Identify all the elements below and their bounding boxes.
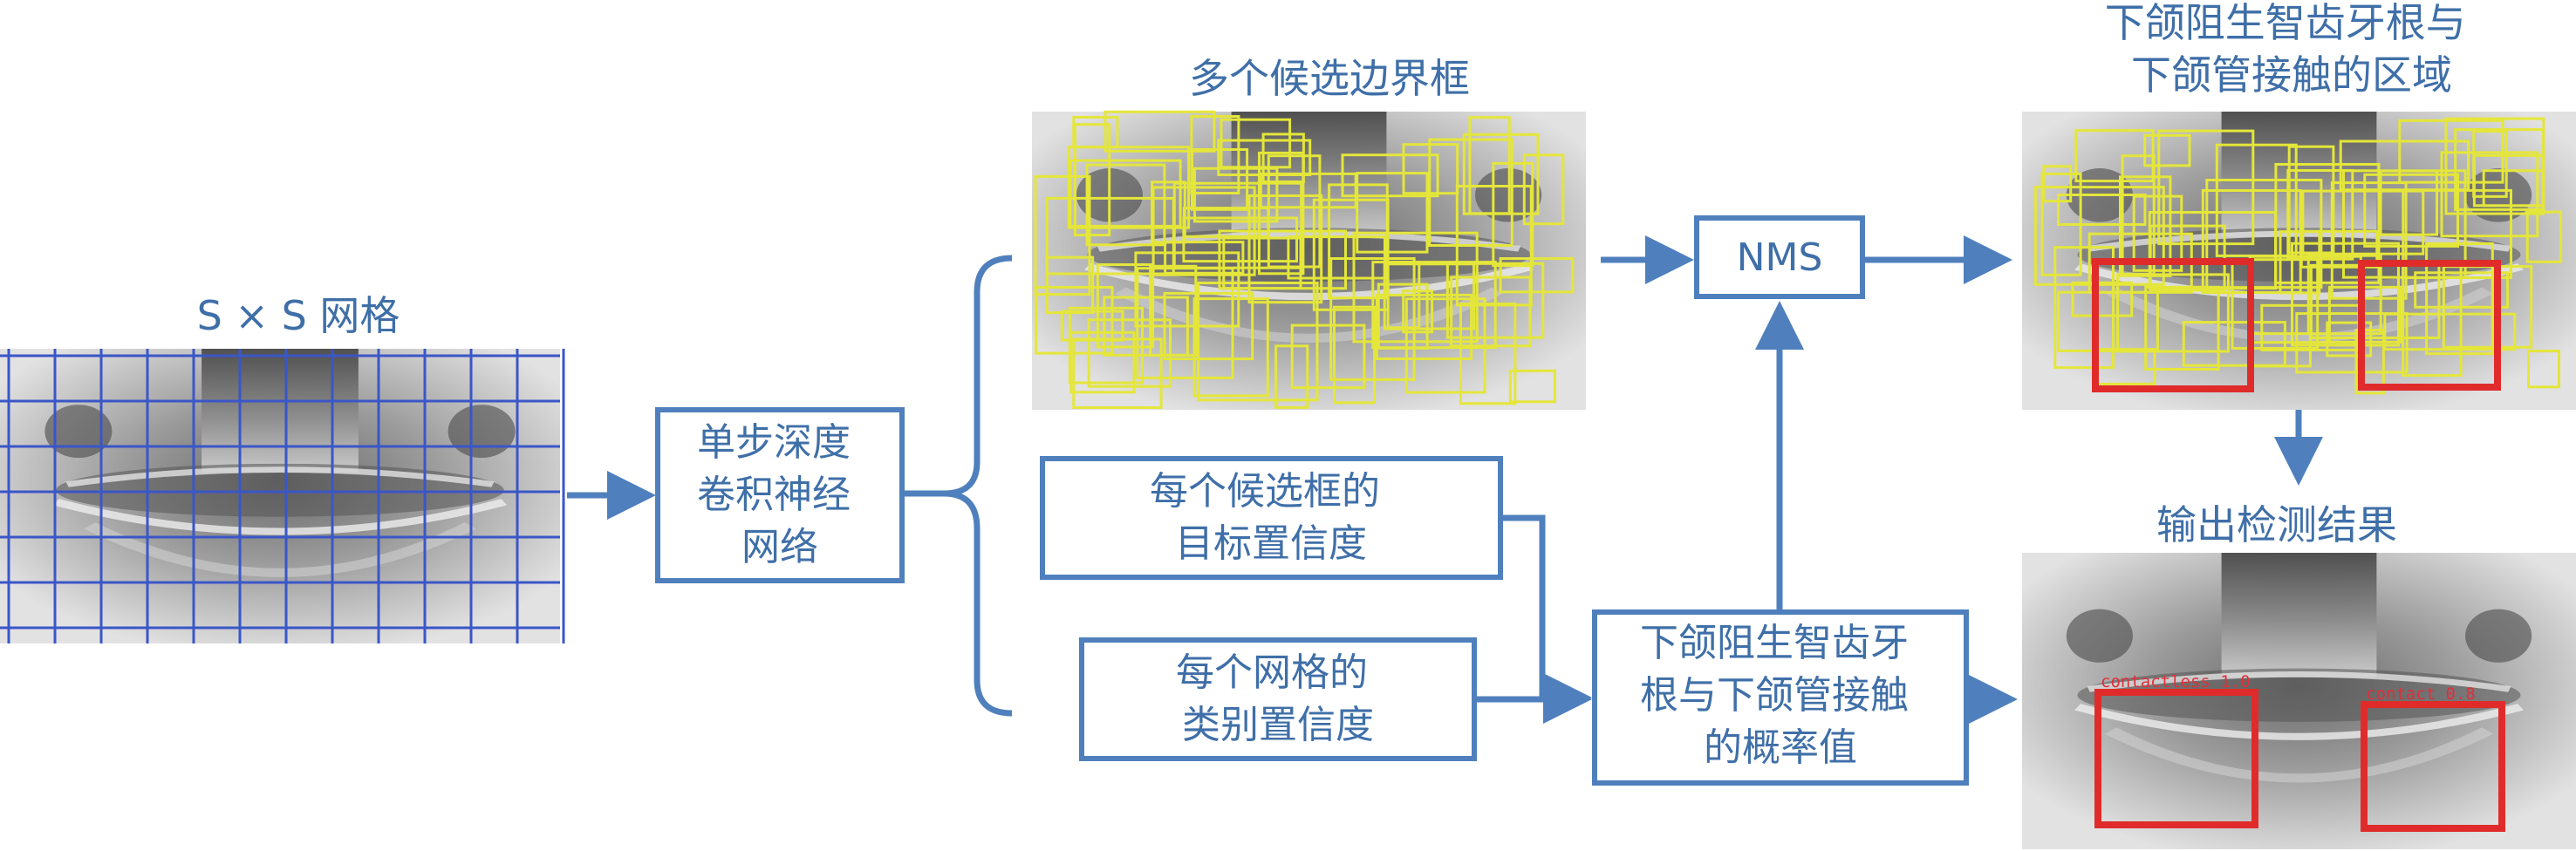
candidate-box bbox=[2327, 285, 2402, 344]
candidate-box bbox=[1402, 289, 1434, 334]
candidate-box bbox=[2033, 186, 2165, 286]
contact-region-title: 下颌阻生智齿牙根与 下颌管接触的区域 bbox=[2105, 0, 2479, 99]
candidate-box bbox=[2042, 165, 2073, 203]
candidate-box bbox=[1329, 257, 1416, 381]
candidate-box bbox=[2342, 169, 2467, 279]
candidate-box bbox=[1352, 231, 1479, 344]
split-brace bbox=[902, 255, 1013, 717]
candidate-box bbox=[2330, 181, 2408, 300]
nms-box bbox=[1694, 215, 1865, 299]
candidate-box bbox=[1450, 276, 1532, 348]
candidate-box bbox=[2116, 273, 2230, 353]
candidate-box bbox=[1328, 183, 1389, 300]
candidate-box bbox=[1258, 151, 1305, 276]
candidate-box bbox=[1085, 163, 1166, 247]
detection-label-contact: contact 0.8 bbox=[2366, 684, 2476, 704]
candidate-box bbox=[2440, 151, 2539, 238]
candidate-box bbox=[1247, 194, 1323, 304]
candidate-box bbox=[2291, 242, 2400, 347]
candidate-box bbox=[1151, 186, 1256, 276]
class-confidence-box-text: 每个网格的 类别置信度 bbox=[1176, 650, 1380, 747]
candidate-box bbox=[1104, 110, 1216, 153]
candidate-box bbox=[1290, 323, 1366, 390]
candidate-box bbox=[1060, 310, 1124, 342]
candidate-box bbox=[1192, 297, 1269, 398]
detection-label-contactless: contactless 1.0 bbox=[2101, 672, 2251, 691]
input-xray-image bbox=[0, 349, 560, 643]
candidate-box bbox=[1067, 146, 1191, 229]
objectness-box-text: 每个候选框的 目标置信度 bbox=[1150, 469, 1392, 566]
arrow-objectness-to-probability bbox=[1500, 514, 1592, 722]
candidate-box bbox=[2071, 281, 2134, 317]
candidate-box bbox=[1508, 369, 1556, 404]
candidate-box bbox=[1134, 251, 1240, 328]
candidate-box bbox=[2326, 321, 2373, 357]
candidate-box bbox=[1164, 241, 1245, 275]
candidate-box bbox=[1371, 261, 1497, 350]
output-title: 输出检测结果 bbox=[2156, 501, 2397, 548]
candidate-box bbox=[1197, 282, 1319, 402]
candidate-box bbox=[1261, 133, 1305, 183]
candidate-box bbox=[2144, 285, 2220, 371]
candidate-box bbox=[1069, 159, 1182, 228]
candidate-box bbox=[2057, 290, 2159, 352]
detection-box-contact bbox=[2361, 701, 2505, 832]
candidate-box bbox=[2057, 194, 2147, 226]
candidate-box bbox=[2279, 230, 2321, 295]
candidate-box bbox=[2121, 154, 2156, 276]
candidate-box bbox=[1149, 264, 1198, 357]
candidate-box bbox=[2274, 163, 2381, 284]
candidate-box bbox=[1274, 344, 1309, 409]
candidate-box bbox=[1383, 262, 1476, 330]
candidate-box bbox=[2482, 169, 2545, 208]
candidate-box bbox=[1522, 153, 1565, 226]
candidate-box bbox=[2527, 350, 2560, 389]
candidate-box bbox=[1217, 139, 1312, 176]
candidate-box bbox=[1087, 318, 1172, 388]
candidate-box bbox=[1182, 216, 1299, 263]
candidate-box bbox=[1341, 153, 1439, 198]
candidate-box bbox=[2143, 133, 2191, 167]
candidate-box bbox=[2414, 271, 2509, 309]
grid-overlay bbox=[0, 349, 565, 643]
candidate-box bbox=[2205, 179, 2323, 289]
candidate-box bbox=[2182, 321, 2286, 367]
candidate-box bbox=[1356, 172, 1429, 254]
candidate-box bbox=[1333, 305, 1377, 405]
candidate-box bbox=[2287, 145, 2335, 255]
grid-title: S × S 网格 bbox=[197, 292, 400, 339]
candidate-box bbox=[2053, 246, 2115, 370]
nms-box-text: NMS bbox=[1737, 235, 1823, 280]
probability-box bbox=[1592, 609, 1969, 786]
detection-box-contactless bbox=[2094, 689, 2258, 828]
contact-region-box-left bbox=[2092, 258, 2254, 392]
candidate-box bbox=[1073, 123, 1111, 237]
candidate-box bbox=[1468, 116, 1511, 215]
cnn-box-text: 单步深度 卷积神经 网络 bbox=[697, 420, 863, 569]
candidate-box bbox=[1499, 257, 1575, 294]
candidate-box bbox=[1375, 293, 1473, 360]
candidate-box bbox=[1191, 148, 1249, 211]
candidate-box bbox=[2425, 242, 2494, 356]
candidate-box bbox=[1096, 263, 1155, 349]
contact-region-box-right bbox=[2358, 260, 2501, 391]
candidate-box bbox=[1069, 330, 1136, 394]
candidate-box bbox=[2525, 210, 2563, 263]
probability-box-text: 下颌阻生智齿牙 根与下颌管接触 的概率值 bbox=[1640, 621, 1921, 770]
candidates-title: 多个候选边界框 bbox=[1189, 55, 1470, 102]
candidate-box bbox=[1172, 181, 1303, 269]
candidate-box bbox=[1193, 167, 1279, 223]
candidate-boxes-overlay bbox=[1034, 110, 1575, 409]
